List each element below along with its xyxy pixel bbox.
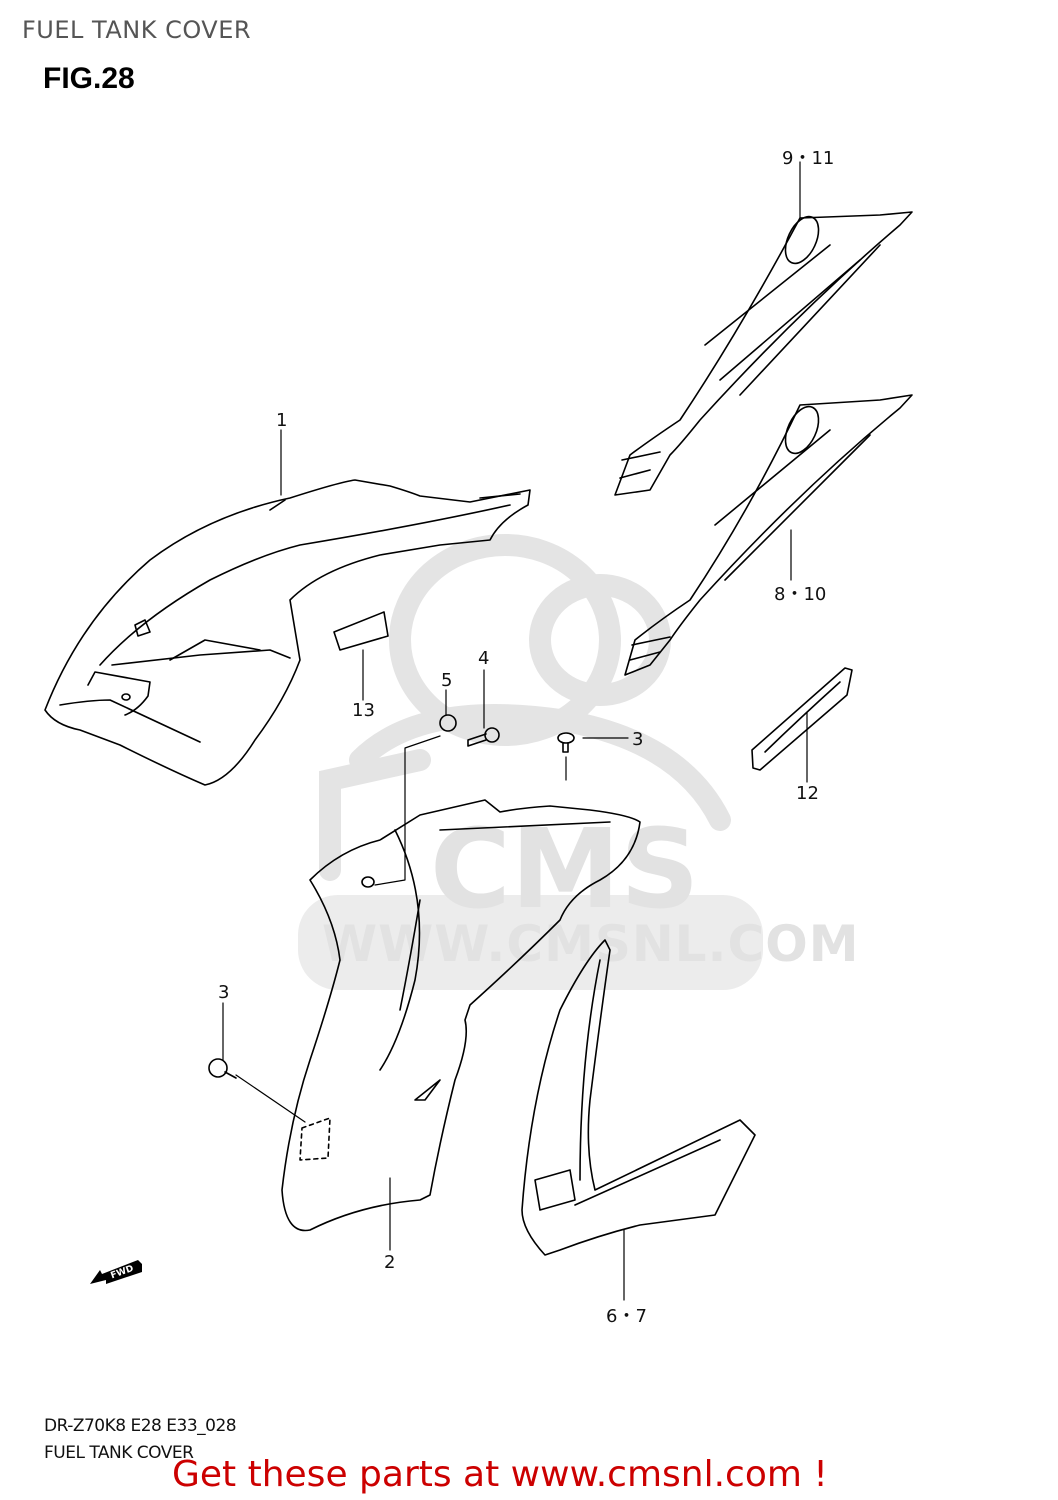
callout-1: 1 bbox=[276, 410, 288, 431]
part-4-bolt bbox=[467, 727, 500, 747]
watermark-url: WWW.CMSNL.COM bbox=[322, 915, 860, 973]
fwd-label: FWD bbox=[109, 1264, 135, 1281]
callout-13: 13 bbox=[352, 700, 375, 721]
callout-2: 2 bbox=[384, 1252, 396, 1273]
part-3-clip-upper bbox=[557, 732, 575, 753]
callout-4: 4 bbox=[478, 648, 490, 669]
part-3-clip-lower bbox=[208, 1058, 237, 1079]
part-1-shroud bbox=[44, 479, 531, 786]
callout-5: 5 bbox=[441, 670, 453, 691]
part-5-cushion bbox=[439, 714, 457, 732]
page-title: FUEL TANK COVER bbox=[22, 16, 252, 44]
part-2-side-cover bbox=[281, 799, 641, 1232]
callout-8-10: 8・10 bbox=[774, 584, 827, 605]
part-6-7-decal-lower bbox=[521, 939, 756, 1256]
part-9-11-decal-upper bbox=[614, 211, 913, 496]
callout-3-lower: 3 bbox=[218, 982, 230, 1003]
figure-number: FIG.28 bbox=[43, 62, 135, 95]
part-12-emblem bbox=[751, 667, 853, 771]
model-code: DR-Z70K8 E28 E33_028 bbox=[44, 1416, 237, 1436]
section-name: FUEL TANK COVER bbox=[44, 1443, 194, 1463]
part-13-label bbox=[333, 611, 389, 651]
callout-12: 12 bbox=[796, 783, 819, 804]
part-8-10-decal-middle bbox=[624, 394, 913, 676]
callout-9-11: 9・11 bbox=[782, 148, 835, 169]
shop-link[interactable]: Get these parts at www.cmsnl.com ! bbox=[172, 1454, 828, 1495]
callout-6-7: 6・7 bbox=[606, 1306, 647, 1327]
callout-3-upper: 3 bbox=[632, 729, 644, 750]
forward-arrow-icon: FWD bbox=[88, 1256, 144, 1286]
